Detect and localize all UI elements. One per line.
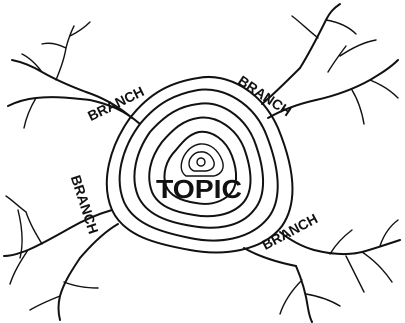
- twig: [292, 16, 318, 38]
- twig: [4, 228, 70, 256]
- twig: [316, 60, 398, 100]
- twig: [314, 240, 400, 254]
- topic-label: TOPIC: [156, 174, 242, 204]
- twig: [56, 26, 74, 80]
- twig: [59, 258, 81, 320]
- twig: [306, 294, 340, 306]
- twig: [64, 282, 98, 288]
- twig: [6, 196, 26, 212]
- twig: [370, 80, 398, 98]
- twig: [340, 40, 376, 56]
- contour-peak: [197, 158, 205, 166]
- twig: [330, 230, 352, 254]
- contour-ring-7: [189, 152, 214, 171]
- twig: [24, 98, 36, 128]
- twig: [280, 280, 302, 314]
- branch-top-right-twigs: [292, 4, 398, 124]
- twig: [30, 296, 60, 310]
- twig: [352, 90, 364, 124]
- twig: [328, 46, 346, 72]
- twig: [346, 256, 364, 292]
- twig: [300, 4, 340, 68]
- branch-top-left-twigs: [8, 22, 90, 128]
- branch-label-top-right: BRANCH: [235, 72, 294, 119]
- twig: [42, 43, 66, 48]
- twig: [362, 252, 392, 282]
- twig: [18, 210, 22, 258]
- twig: [12, 60, 86, 92]
- twig: [326, 20, 356, 34]
- branch-label-top-left: BRANCH: [85, 83, 147, 124]
- twig: [26, 212, 42, 244]
- twig: [8, 97, 90, 106]
